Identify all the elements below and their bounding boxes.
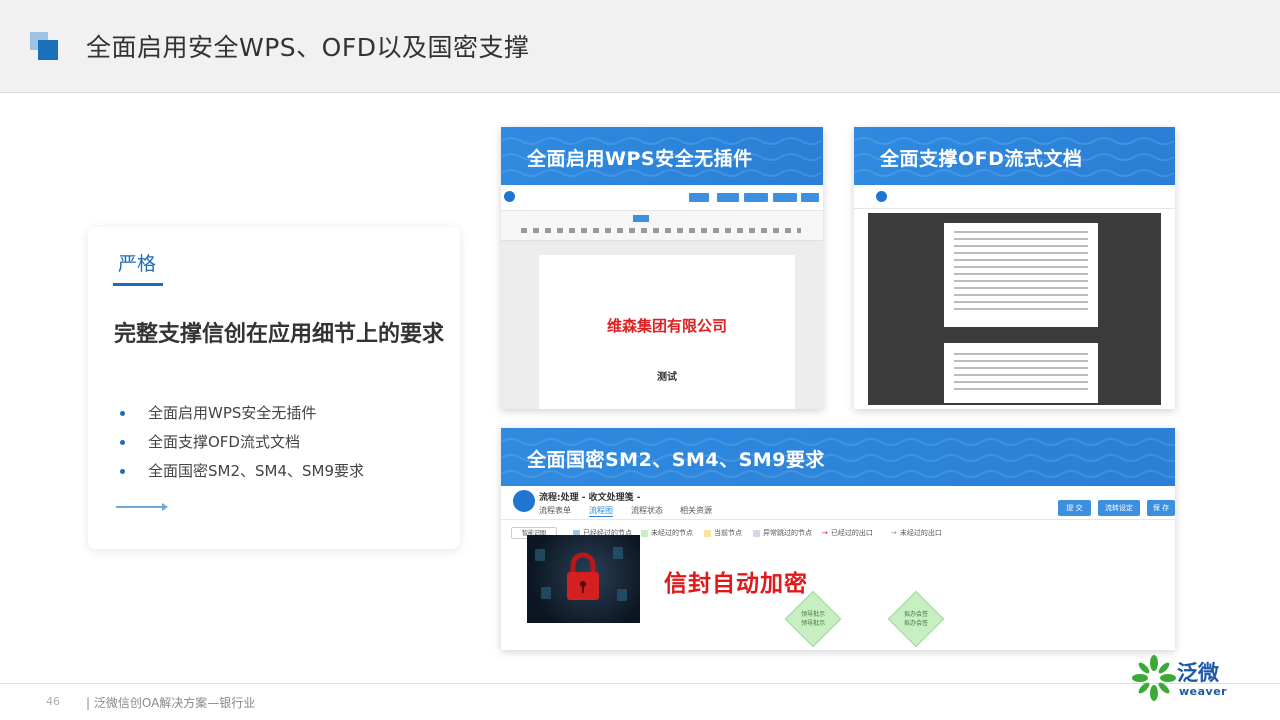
arrow-right-icon bbox=[116, 503, 168, 511]
node-line: 拟办会签 bbox=[903, 620, 928, 627]
panel-header: 全面启用WPS安全无插件 bbox=[501, 127, 823, 185]
bullet-dot-icon bbox=[120, 469, 125, 474]
mini-button[interactable] bbox=[717, 193, 739, 202]
app-logo-icon bbox=[504, 191, 515, 202]
bullet-item: 全面支撑OFD流式文档 bbox=[118, 428, 364, 457]
ofd-panel: 全面支撑OFD流式文档 bbox=[854, 127, 1175, 409]
document-canvas: 维森集团有限公司 测试 bbox=[501, 241, 823, 409]
document-subtitle: 测试 bbox=[657, 372, 677, 383]
tab-flowchart[interactable]: 流程图 bbox=[589, 506, 613, 517]
mini-app-bar bbox=[854, 185, 1175, 209]
mini-button[interactable] bbox=[689, 193, 709, 202]
bullet-item: 全面国密SM2、SM4、SM9要求 bbox=[118, 457, 364, 486]
submit-button[interactable]: 提 交 bbox=[1058, 500, 1091, 516]
footer-text: | 泛微信创OA解决方案—银行业 bbox=[86, 696, 256, 710]
save-button[interactable]: 保 存 bbox=[1147, 500, 1175, 516]
document-page: 维森集团有限公司 测试 bbox=[539, 255, 795, 409]
panel-title: 全面国密SM2、SM4、SM9要求 bbox=[527, 449, 825, 471]
flow-node-label: 拟办会签拟办会签 bbox=[891, 610, 941, 628]
ofd-text-lines bbox=[954, 231, 1088, 315]
legend-unpassed: 未经过的节点 bbox=[641, 528, 693, 538]
node-line: 领导批示 bbox=[800, 611, 825, 618]
bullet-item: 全面启用WPS安全无插件 bbox=[118, 399, 364, 428]
ribbon-tab-active[interactable] bbox=[633, 215, 649, 222]
card-headline: 完整支撑信创在应用细节上的要求 bbox=[114, 322, 445, 347]
ofd-viewer bbox=[868, 213, 1161, 405]
ofd-text-lines bbox=[954, 353, 1088, 395]
sm-panel: 全面国密SM2、SM4、SM9要求 流程:处理 - 收文处理笺 - 流程表单 流… bbox=[501, 428, 1175, 650]
security-lock-image bbox=[527, 535, 640, 623]
weaver-leaf-icon bbox=[1132, 655, 1176, 701]
red-arrow-icon: → bbox=[822, 529, 828, 537]
legend-swatch-icon bbox=[753, 529, 760, 537]
mini-button[interactable] bbox=[744, 193, 768, 202]
title-marker-icon-front bbox=[38, 40, 58, 60]
bullet-dot-icon bbox=[120, 440, 125, 445]
ofd-screenshot bbox=[854, 185, 1175, 409]
legend-skipped: 异常跳过的节点 bbox=[753, 528, 812, 538]
mini-button[interactable] bbox=[801, 193, 819, 202]
header: 全面启用安全WPS、OFD以及国密支撑 bbox=[0, 0, 1280, 93]
feature-card: 严格 完整支撑信创在应用细节上的要求 全面启用WPS安全无插件 全面支撑OFD流… bbox=[88, 227, 460, 549]
workflow-app-bar: 流程:处理 - 收文处理笺 - 流程表单 流程图 流程状态 相关资源 提 交 流… bbox=[501, 486, 1175, 520]
bullet-list: 全面启用WPS安全无插件 全面支撑OFD流式文档 全面国密SM2、SM4、SM9… bbox=[118, 399, 364, 486]
legend-swatch-icon bbox=[704, 529, 711, 537]
app-logo-icon bbox=[876, 191, 887, 202]
panel-title: 全面启用WPS安全无插件 bbox=[527, 148, 753, 170]
ofd-page bbox=[944, 343, 1098, 403]
bullet-text: 全面启用WPS安全无插件 bbox=[148, 404, 317, 422]
bullet-text: 全面国密SM2、SM4、SM9要求 bbox=[148, 462, 365, 480]
panel-title: 全面支撑OFD流式文档 bbox=[880, 148, 1083, 170]
node-line: 拟办会签 bbox=[903, 611, 928, 618]
panel-header: 全面国密SM2、SM4、SM9要求 bbox=[501, 428, 1175, 486]
wps-screenshot: 维森集团有限公司 测试 bbox=[501, 185, 823, 409]
wps-panel: 全面启用WPS安全无插件 维森集团有限公司 测试 bbox=[501, 127, 823, 409]
legend-passed: 已经经过的节点 bbox=[573, 528, 632, 538]
legend-label: 已经经过的节点 bbox=[583, 529, 632, 537]
legend-label: 异常跳过的节点 bbox=[763, 529, 812, 537]
document-company: 维森集团有限公司 bbox=[606, 317, 727, 335]
bullet-dot-icon bbox=[120, 411, 125, 416]
node-line: 领导批示 bbox=[800, 620, 825, 627]
legend-label: 未经过的节点 bbox=[651, 529, 693, 537]
wave-pattern-icon bbox=[501, 137, 822, 177]
flow-node-label: 领导批示领导批示 bbox=[788, 610, 838, 628]
editor-toolbar bbox=[501, 211, 823, 241]
legend-swatch-icon bbox=[641, 529, 648, 537]
brand-name-cn: 泛微 bbox=[1177, 661, 1219, 685]
page-title: 全面启用安全WPS、OFD以及国密支撑 bbox=[86, 33, 530, 62]
wave-pattern-icon bbox=[854, 137, 1175, 177]
app-logo-icon bbox=[513, 490, 535, 512]
grey-arrow-icon: → bbox=[891, 529, 897, 537]
tab-status[interactable]: 流程状态 bbox=[631, 506, 663, 515]
brand-name-en: weaver bbox=[1179, 685, 1228, 698]
ofd-page bbox=[944, 223, 1098, 327]
footer-divider bbox=[0, 683, 1280, 684]
mini-app-bar bbox=[501, 185, 823, 211]
bullet-text: 全面支撑OFD流式文档 bbox=[148, 433, 300, 451]
flow-setting-button[interactable]: 流转设定 bbox=[1098, 500, 1140, 516]
mini-button[interactable] bbox=[773, 193, 797, 202]
legend-current: 当前节点 bbox=[704, 528, 742, 538]
card-tag: 严格 bbox=[118, 253, 157, 275]
legend-label: 已经过的出口 bbox=[830, 529, 873, 537]
legend-exit-passed: →已经过的出口 bbox=[822, 528, 873, 538]
weaver-logo: 泛微 weaver bbox=[1132, 655, 1242, 707]
workflow-title: 流程:处理 - 收文处理笺 - bbox=[539, 493, 641, 503]
encrypt-label: 信封自动加密 bbox=[664, 571, 808, 597]
legend-label: 未经过的出口 bbox=[899, 529, 942, 537]
page-number: 46 bbox=[46, 695, 60, 708]
tab-resources[interactable]: 相关资源 bbox=[680, 506, 712, 515]
sm-screenshot: 流程:处理 - 收文处理笺 - 流程表单 流程图 流程状态 相关资源 提 交 流… bbox=[501, 486, 1175, 650]
padlock-icon bbox=[535, 547, 627, 601]
tag-underline bbox=[113, 283, 163, 286]
toolbar-icons[interactable] bbox=[521, 228, 801, 233]
wave-pattern-icon bbox=[501, 438, 1175, 478]
legend-exit-unpassed: →未经过的出口 bbox=[891, 528, 942, 538]
legend-label: 当前节点 bbox=[714, 529, 742, 537]
tab-form[interactable]: 流程表单 bbox=[539, 506, 571, 515]
panel-header: 全面支撑OFD流式文档 bbox=[854, 127, 1175, 185]
legend-swatch-icon bbox=[573, 529, 580, 537]
